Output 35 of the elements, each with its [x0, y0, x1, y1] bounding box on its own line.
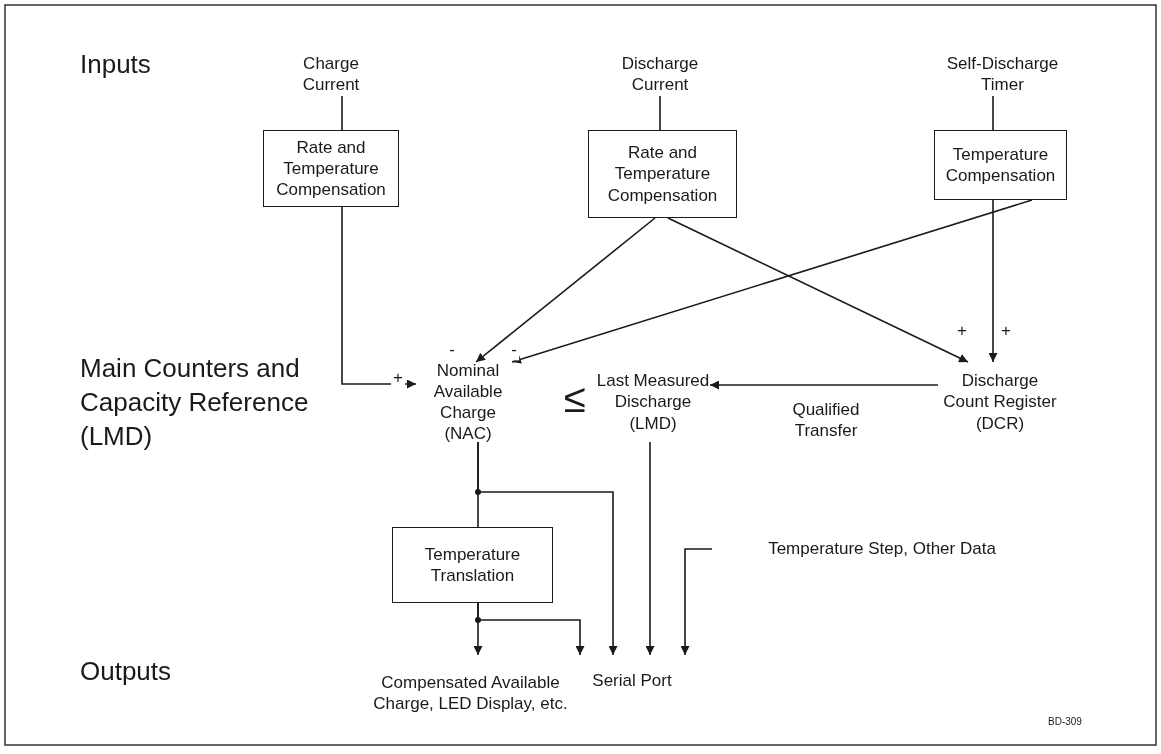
- arrow: [477, 602, 585, 656]
- box-label: Temperature Translation: [423, 543, 522, 587]
- arrow: [667, 217, 969, 363]
- box-label: Rate and Temperature Compensation: [275, 136, 387, 201]
- arrow: [475, 217, 656, 363]
- connector-line: [659, 95, 661, 131]
- box-label: Rate and Temperature Compensation: [606, 142, 719, 206]
- process-box: [392, 527, 553, 603]
- arrow: [341, 206, 417, 389]
- node-label: Discharge Current: [620, 52, 700, 96]
- less-or-equal-sign: ≤: [564, 375, 586, 422]
- box-label: Temperature Compensation: [944, 143, 1057, 187]
- arrow: [709, 380, 939, 390]
- arrow: [988, 199, 998, 363]
- connector-line: [341, 95, 343, 131]
- node-label: Serial Port: [592, 670, 672, 692]
- node-label: Self-Discharge Timer: [945, 52, 1060, 96]
- node-label: Temperature Step, Other Data: [768, 538, 996, 560]
- process-box: [263, 130, 399, 207]
- figure-code: BD-309: [1048, 715, 1082, 728]
- process-box: [934, 130, 1067, 200]
- node-label: Discharge Count Register (DCR): [942, 370, 1058, 434]
- process-box: [588, 130, 737, 218]
- node-label: Compensated Available Charge, LED Display, etc.: [372, 671, 569, 715]
- row-heading: Main Counters and Capacity Reference (LMD): [80, 352, 310, 453]
- arrow: [511, 199, 1033, 364]
- arrow: [645, 441, 655, 656]
- arrow: [477, 441, 618, 656]
- node-label: Charge Current: [301, 52, 361, 96]
- row-heading: Inputs: [80, 48, 151, 81]
- connector-line: [992, 95, 994, 131]
- node-label: Nominal Available Charge (NAC): [432, 359, 504, 445]
- node-label: Last Measured Discharge (LMD): [596, 370, 710, 434]
- arrow: [680, 548, 713, 656]
- row-heading: Outputs: [80, 655, 172, 688]
